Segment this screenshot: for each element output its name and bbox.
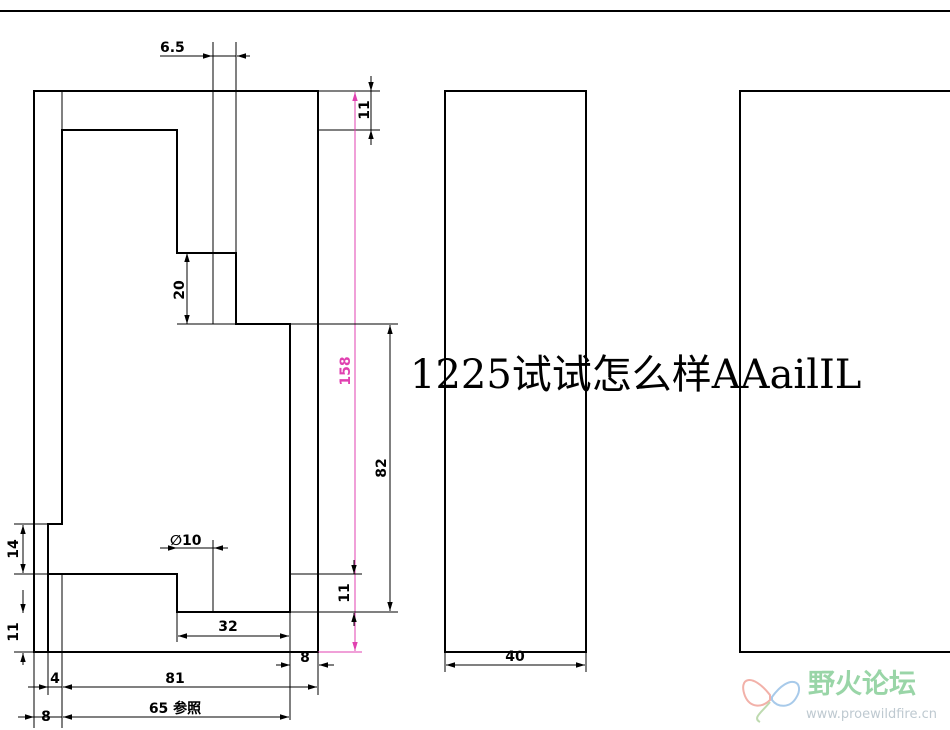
dimension-11-right: 11 [290, 560, 362, 626]
dim-label-82: 82 [374, 458, 390, 477]
watermark-title: 野火论坛 [808, 669, 916, 700]
dim-label-40: 40 [505, 649, 525, 665]
dim-label-6-5: 6.5 [160, 40, 185, 56]
butterfly-logo-icon [742, 679, 801, 723]
front-view-cavity-profile [47, 129, 291, 652]
third-view [739, 90, 950, 653]
dim-label-81: 81 [165, 671, 184, 687]
dim-label-4: 4 [50, 671, 60, 687]
dimension-32: 32 [176, 612, 289, 642]
dim-label-32: 32 [218, 619, 237, 635]
dimension-11-top: 11 [318, 76, 380, 145]
front-view-outline [33, 90, 319, 653]
side-view: 40 [444, 90, 587, 672]
dim-label-phi-10: ∅10 [170, 533, 202, 549]
dimension-11-left: 11 [6, 590, 34, 665]
dim-label-20: 20 [172, 280, 188, 300]
dimension-82: 82 [290, 323, 398, 613]
dimension-65-reference: 65 参照 [63, 700, 289, 720]
watermark: 野火论坛 www.proewildfire.cn [742, 669, 937, 723]
front-view [33, 90, 319, 653]
dim-label-8-left: 8 [41, 709, 51, 725]
dimension-8-left: 8 [18, 709, 62, 725]
dimension-6-5: 6.5 [160, 40, 250, 324]
dim-label-158: 158 [338, 356, 354, 385]
dim-label-8-right: 8 [300, 650, 310, 666]
dim-label-14: 14 [6, 539, 22, 559]
dimension-8-right: 8 [276, 650, 334, 720]
dim-label-11-left: 11 [6, 622, 22, 641]
side-view-outline [444, 90, 587, 653]
third-view-outline [739, 90, 950, 653]
dim-label-65: 65 参照 [149, 700, 201, 717]
dimension-14: 14 [6, 523, 48, 575]
dim-label-11-right: 11 [337, 583, 353, 602]
dim-label-11-top: 11 [357, 100, 373, 119]
dimension-4: 4 [28, 652, 63, 728]
dimension-phi-10: ∅10 [160, 533, 228, 612]
dimension-81: 81 [63, 671, 317, 690]
dimension-20: 20 [172, 252, 236, 325]
dimension-158: 158 [318, 92, 362, 653]
overlay-text: 1225试试怎么样AAailIL [410, 352, 861, 398]
watermark-url: www.proewildfire.cn [806, 707, 937, 722]
